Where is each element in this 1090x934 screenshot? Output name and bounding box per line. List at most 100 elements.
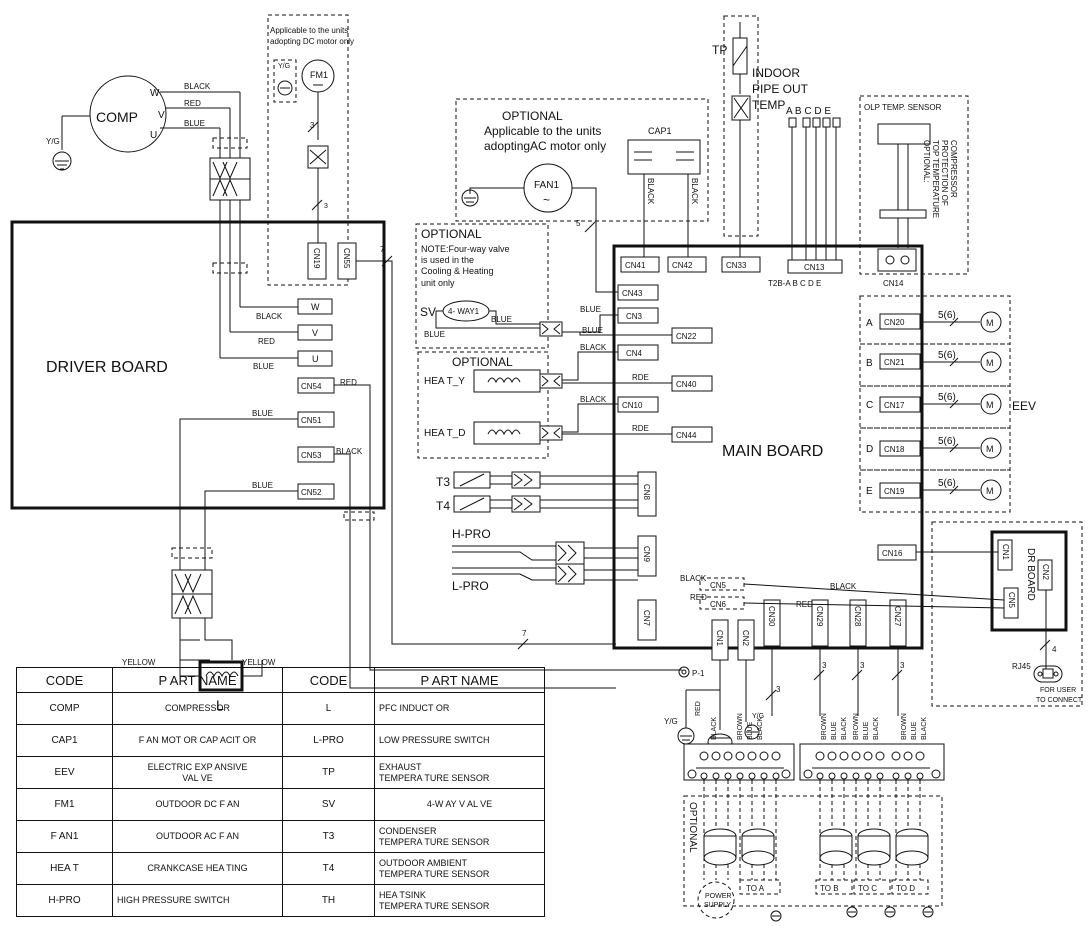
driver-board-label: DRIVER BOARD (46, 359, 168, 376)
svg-text:CN29: CN29 (815, 606, 824, 627)
four-way-valve-optional-box (415, 223, 549, 349)
svg-text:RJ45: RJ45 (1012, 662, 1031, 671)
driver-board (10, 220, 386, 510)
parts-legend-table: CODE P ART NAME CODE P ART NAME COMP COM… (16, 667, 545, 917)
svg-text:TO D: TO D (896, 884, 915, 893)
svg-text:TP: TP (712, 43, 727, 57)
svg-text:CN19: CN19 (884, 487, 905, 496)
svg-text:OPTIONAL: OPTIONAL (452, 355, 513, 369)
svg-text:OPTIONAL:: OPTIONAL: (922, 140, 931, 183)
ferrite-core-icon (819, 828, 853, 866)
svg-text:CN33: CN33 (726, 261, 747, 270)
svg-text:CN3: CN3 (626, 312, 643, 321)
svg-text:OLP TEMP. SENSOR: OLP TEMP. SENSOR (864, 103, 942, 112)
svg-text:W: W (311, 302, 320, 312)
ferrite-core-icon (703, 828, 737, 866)
svg-text:FM1: FM1 (310, 70, 328, 80)
ground-icon (922, 906, 934, 918)
svg-text:CN1: CN1 (1001, 544, 1010, 561)
legend-header-part-name: P ART NAME (112, 667, 283, 693)
svg-text:CN5: CN5 (710, 581, 727, 590)
svg-text:INDOOR: INDOOR (752, 66, 800, 80)
svg-text:NOTE:Four-way valve: NOTE:Four-way valve (421, 244, 510, 254)
connector-icon (555, 563, 585, 585)
ferrite-core-icon (895, 828, 929, 866)
heater-td (473, 421, 541, 445)
compressor-label: COMP (96, 109, 138, 125)
terminal-block-indoor (799, 743, 945, 781)
svg-text:U: U (312, 354, 319, 364)
table-row: HEA T CRANKCASE HEA TING T4 OUTDOOR AMBI… (16, 852, 545, 885)
svg-text:T4: T4 (436, 499, 450, 513)
svg-text:5(6): 5(6) (938, 350, 956, 361)
svg-text:BLUE: BLUE (252, 481, 273, 490)
table-row: COMP COMPRESSOR L PFC INDUCT OR (16, 692, 545, 725)
svg-text:TO A: TO A (746, 884, 765, 893)
svg-text:HEA T_Y: HEA T_Y (424, 376, 465, 387)
ground-icon (884, 906, 896, 918)
svg-text:BROWN: BROWN (821, 713, 828, 740)
svg-text:OPTIONAL: OPTIONAL (421, 227, 482, 241)
svg-text:BLUE: BLUE (580, 305, 601, 314)
svg-text:unit only: unit only (421, 278, 455, 288)
svg-text:RED: RED (258, 337, 275, 346)
svg-text:BROWN: BROWN (853, 713, 860, 740)
svg-text:Y/G: Y/G (46, 137, 60, 146)
svg-text:BLACK: BLACK (680, 574, 707, 583)
dr-cn5-connector (1003, 587, 1019, 619)
svg-text:CN43: CN43 (622, 289, 643, 298)
main-board-label: MAIN BOARD (722, 443, 823, 460)
svg-text:CN30: CN30 (767, 606, 776, 627)
svg-text:CN6: CN6 (710, 600, 727, 609)
svg-text:RDE: RDE (632, 424, 649, 433)
table-row: FM1 OUTDOOR DC F AN SV 4-W AY V AL VE (16, 788, 545, 821)
svg-text:BLACK: BLACK (580, 343, 607, 352)
svg-text:is used in the: is used in the (421, 255, 474, 265)
dr-board (990, 530, 1068, 632)
svg-text:BLACK: BLACK (336, 447, 363, 456)
svg-text:A B C D E: A B C D E (786, 106, 831, 117)
dr-board-dashed-area (931, 521, 1083, 707)
svg-text:Y/G: Y/G (664, 717, 678, 726)
svg-text:5(6): 5(6) (938, 436, 956, 447)
thermistor-icon (732, 37, 748, 75)
svg-text:CN8: CN8 (642, 484, 651, 501)
svg-text:T3: T3 (436, 475, 450, 489)
svg-text:CN41: CN41 (625, 261, 646, 270)
svg-text:CN2: CN2 (1041, 564, 1050, 581)
svg-text:CN19: CN19 (312, 248, 321, 269)
svg-text:BLACK: BLACK (256, 312, 283, 321)
svg-text:CN5: CN5 (1007, 592, 1016, 609)
connector-icon (511, 471, 541, 489)
svg-text:CN42: CN42 (672, 261, 693, 270)
svg-text:5(6): 5(6) (938, 478, 956, 489)
svg-text:CN53: CN53 (301, 451, 322, 460)
svg-text:5(6): 5(6) (938, 310, 956, 321)
table-row: H-PRO HIGH PRESSURE SWITCH TH HEA TSINK … (16, 884, 545, 917)
ac-fan-optional-box (455, 98, 709, 222)
svg-text:COMPRESSOR: COMPRESSOR (949, 140, 958, 198)
svg-text:RED: RED (796, 600, 813, 609)
svg-text:CN10: CN10 (622, 401, 643, 410)
svg-text:YELLOW: YELLOW (122, 658, 156, 667)
svg-text:BLUE: BLUE (863, 721, 870, 740)
optional-wiring-box (683, 795, 943, 907)
svg-text:RDE: RDE (632, 373, 649, 382)
svg-text:DR BOARD: DR BOARD (1025, 548, 1036, 601)
svg-text:U: U (150, 130, 157, 141)
svg-text:CN4: CN4 (626, 349, 643, 358)
cn14-connector (877, 248, 917, 272)
legend-header-code-2: CODE (282, 667, 375, 693)
ferrite-core-icon (857, 828, 891, 866)
cn7-connector (637, 599, 657, 641)
power-supply (697, 881, 735, 919)
crankcase-heater-optional-box (417, 351, 549, 459)
connector-icon (511, 495, 541, 513)
legend-header-code: CODE (16, 667, 113, 693)
svg-text:CN7: CN7 (642, 610, 651, 627)
ground-icon (461, 189, 479, 207)
olp-sensor (877, 123, 931, 145)
svg-text:BROWN: BROWN (901, 713, 908, 740)
svg-text:T2B-A B C D E: T2B-A B C D E (768, 279, 821, 288)
svg-text:M: M (986, 486, 994, 496)
